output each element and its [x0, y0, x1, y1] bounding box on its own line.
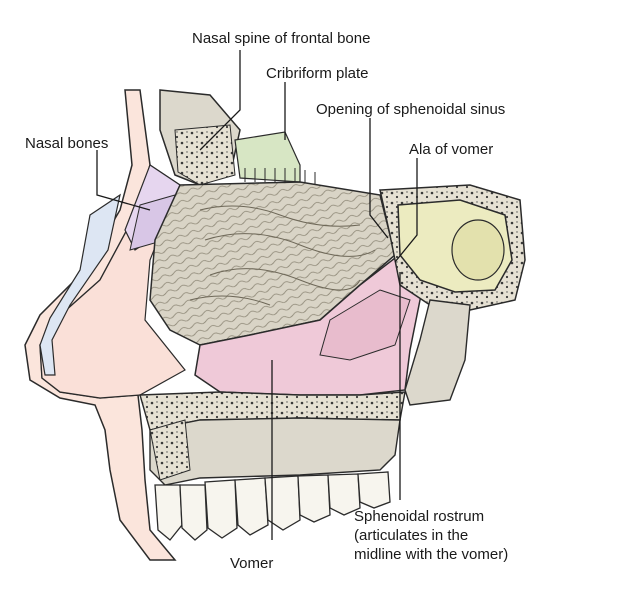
label-sphenoidal-rostrum-line2: (articulates in the — [354, 527, 469, 544]
pterygoid-process — [404, 299, 471, 406]
label-sphenoidal-rostrum-line1: Sphenoidal rostrum — [354, 508, 485, 525]
nasal-cartilage — [39, 193, 121, 376]
label-sphenoidal-rostrum: Sphenoidal rostrum (articulates in the m… — [354, 507, 544, 564]
leader-nasal-bones — [96, 150, 151, 211]
label-cribriform-plate: Cribriform plate — [266, 65, 369, 82]
teeth — [154, 471, 391, 541]
label-nasal-bones: Nasal bones — [25, 135, 109, 152]
label-nasal-spine: Nasal spine of frontal bone — [192, 30, 371, 47]
incisive-canal — [149, 419, 191, 481]
label-opening-sphenoidal-sinus: Opening of sphenoidal sinus — [316, 101, 506, 118]
label-vomer: Vomer — [230, 555, 274, 572]
leader-ala-vomer — [394, 158, 418, 263]
label-ala-of-vomer: Ala of vomer — [409, 141, 494, 158]
sinus-inner-recess — [451, 219, 505, 281]
leader-lines — [96, 50, 418, 540]
label-sphenoidal-rostrum-line3: midline with the vomer) — [354, 546, 509, 563]
leader-nasal-spine — [199, 50, 241, 151]
septum-ridge-lines — [189, 205, 376, 306]
vomer-inner — [319, 289, 411, 361]
cribriform-plate-region — [234, 131, 301, 183]
leader-opening-sinus — [369, 118, 389, 239]
frontal-spongy — [174, 124, 236, 186]
